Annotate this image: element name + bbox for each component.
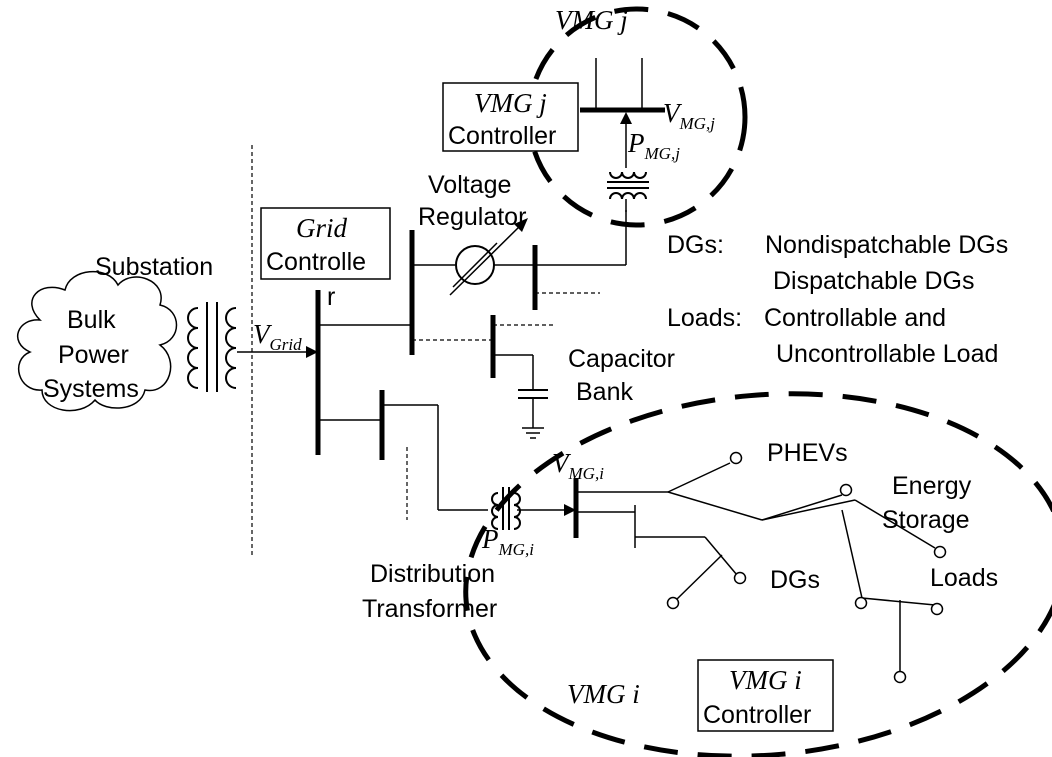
- legend-loads-2: Uncontrollable Load: [776, 340, 998, 368]
- loads-label: Loads: [930, 564, 998, 592]
- legend-dgs-1: Nondispatchable DGs: [765, 231, 1008, 259]
- vmg-i-boundary: [463, 391, 1052, 757]
- node-dg-1: [733, 571, 747, 585]
- legend-loads-1: Controllable and: [764, 304, 946, 332]
- regulator-slash: [452, 242, 498, 288]
- substation-coil-right: [225, 307, 237, 389]
- vmg-j-coil-top: [609, 171, 647, 179]
- grid-controller-box: [260, 207, 391, 280]
- bulk-label-1: Bulk: [67, 306, 116, 334]
- node-load-1: [854, 596, 868, 610]
- p-mg-j-label: PMG,j: [627, 128, 680, 163]
- legend-dgs-label: DGs:: [667, 231, 724, 259]
- v-grid-label: VGrid: [253, 319, 302, 354]
- vmg-i-title: VMG i: [567, 679, 640, 709]
- bulk-label-2: Power: [58, 341, 129, 369]
- node-load-2: [930, 602, 944, 616]
- capacitor-label-2: Bank: [576, 378, 633, 406]
- node-phev: [729, 451, 743, 465]
- node-energy-storage: [839, 483, 853, 497]
- vmg-i-network: [576, 462, 936, 672]
- node-load-3: [893, 670, 907, 684]
- phevs-label: PHEVs: [767, 439, 848, 467]
- vmg-i-controller-box: [697, 659, 834, 732]
- substation-label: Substation: [95, 253, 213, 281]
- p-mg-i-arrowhead: [564, 504, 576, 516]
- dist-coil-left: [491, 492, 499, 530]
- v-mg-j-label: VMG,j: [663, 98, 715, 133]
- v-grid-arrowhead: [306, 346, 318, 358]
- p-mg-i-label: PMG,i: [481, 524, 534, 559]
- substation-coil-left: [187, 307, 199, 389]
- vmg-j-coil-bottom: [609, 192, 647, 200]
- voltage-regulator-label-1: Voltage: [428, 171, 511, 199]
- vmg-j-title: VMG j: [555, 5, 628, 35]
- vmg-i-controller-word: Controller: [703, 701, 811, 729]
- legend-loads-label: Loads:: [667, 304, 742, 332]
- bulk-power-cloud: [17, 271, 178, 412]
- node-storage-2: [933, 545, 947, 559]
- legend-dgs-2: Dispatchable DGs: [773, 267, 974, 295]
- dist-coil-right: [513, 492, 521, 530]
- energy-storage-label-2: Storage: [882, 506, 970, 534]
- regulator-arrow: [449, 223, 523, 296]
- grid-controller-name: Grid: [296, 213, 348, 243]
- vmg-j-controller-box: [442, 82, 579, 152]
- distribution-label-1: Distribution: [370, 560, 495, 588]
- voltage-regulator-label-2: Regulator: [418, 203, 526, 231]
- vmg-j-controller-name: VMG j: [474, 88, 547, 118]
- distribution-label-2: Transformer: [362, 595, 497, 623]
- energy-storage-label-1: Energy: [892, 472, 972, 500]
- regulator-arrowhead: [514, 218, 528, 232]
- bulk-label-3: Systems: [43, 375, 139, 403]
- p-mg-j-arrowhead: [620, 112, 632, 124]
- v-mg-i-label: VMG,i: [552, 448, 604, 483]
- vmg-i-controller-name: VMG i: [729, 665, 802, 695]
- node-dg-2: [666, 596, 680, 610]
- grid-controller-word: Controlle: [266, 248, 366, 276]
- capacitor-label-1: Capacitor: [568, 345, 675, 373]
- grid-controller-r: r: [327, 283, 335, 311]
- vmg-j-controller-word: Controller: [448, 122, 556, 150]
- dgs-label: DGs: [770, 566, 820, 594]
